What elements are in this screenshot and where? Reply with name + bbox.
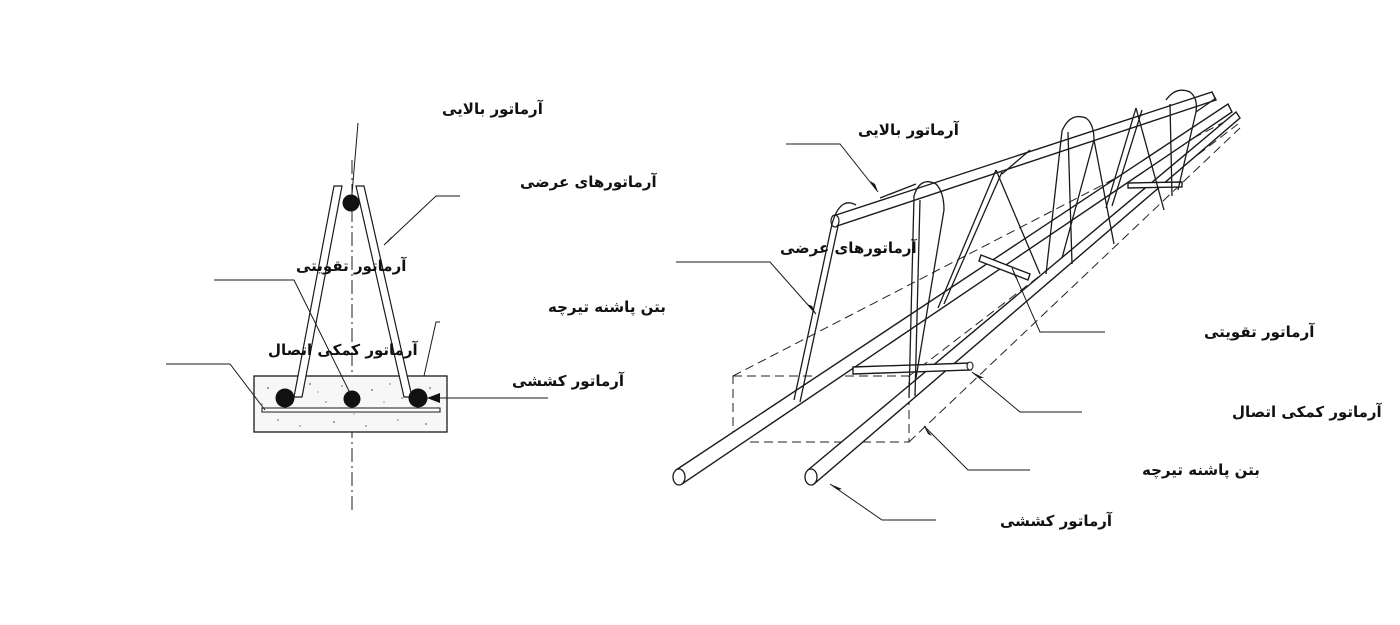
- label-reinforcing-perspective: آرماتور تقویتی: [1204, 323, 1315, 341]
- leader-reinforcing-p: [1011, 267, 1105, 333]
- tension-bar-left-section: [275, 388, 295, 408]
- reinforcing-bar-perspective: [978, 181, 1183, 281]
- section-view: آرماتور بالایی آرماتورهای عرضی آرماتور ت…: [166, 100, 666, 512]
- heel-edge-bottom: [908, 127, 1241, 443]
- label-tension-section: آرماتور کششی: [512, 372, 625, 390]
- tension-bar-right-section: [408, 388, 428, 408]
- leader-connection: [166, 363, 266, 411]
- leader-transverse: [383, 195, 460, 246]
- transverse-bar-right-section: [355, 185, 413, 398]
- tension-bars-perspective: [672, 102, 1241, 486]
- label-heel-perspective: بتن پاشنه تیرچه: [1142, 461, 1260, 480]
- connection-bar-section: [261, 407, 441, 413]
- leader-transverse-p: [676, 261, 817, 315]
- perspective-view: آرماتور بالایی آرماتورهای عرضی آرماتور ت…: [672, 89, 1383, 530]
- concrete-speckle: [261, 383, 439, 427]
- label-connection-section: آرماتور کمکی اتصال: [268, 341, 419, 359]
- label-transverse-perspective: آرماتورهای عرضی: [780, 239, 917, 257]
- top-bar-section: [342, 194, 360, 212]
- arrow-transverse: [384, 236, 392, 245]
- leader-heel: [423, 321, 440, 377]
- label-tension-perspective: آرماتور کششی: [1000, 512, 1113, 530]
- label-top-bar-section: آرماتور بالایی: [442, 100, 544, 118]
- label-heel-section: بتن پاشنه تیرچه: [548, 298, 666, 317]
- transverse-bar-left-section: [293, 185, 343, 398]
- top-bar-perspective: [830, 91, 1217, 228]
- leader-heel-p: [923, 425, 1030, 471]
- transverse-loops-perspective: [793, 89, 1217, 403]
- label-top-bar-perspective: آرماتور بالایی: [858, 121, 960, 139]
- leader-top-bar: [351, 122, 359, 195]
- leader-reinforcing: [214, 279, 351, 394]
- leader-tension-p: [829, 483, 936, 521]
- label-connection-perspective: آرماتور کمکی اتصال: [1232, 403, 1383, 421]
- leader-top-bar-p: [786, 143, 879, 193]
- connection-bar-perspective: [852, 361, 974, 375]
- label-transverse-section: آرماتورهای عرضی: [520, 173, 657, 191]
- label-reinforcing-section: آرماتور تقویتی: [296, 257, 407, 275]
- reinforcing-bar-section: [343, 390, 361, 408]
- arrow-tension: [427, 393, 440, 403]
- leader-connection-p: [971, 371, 1082, 413]
